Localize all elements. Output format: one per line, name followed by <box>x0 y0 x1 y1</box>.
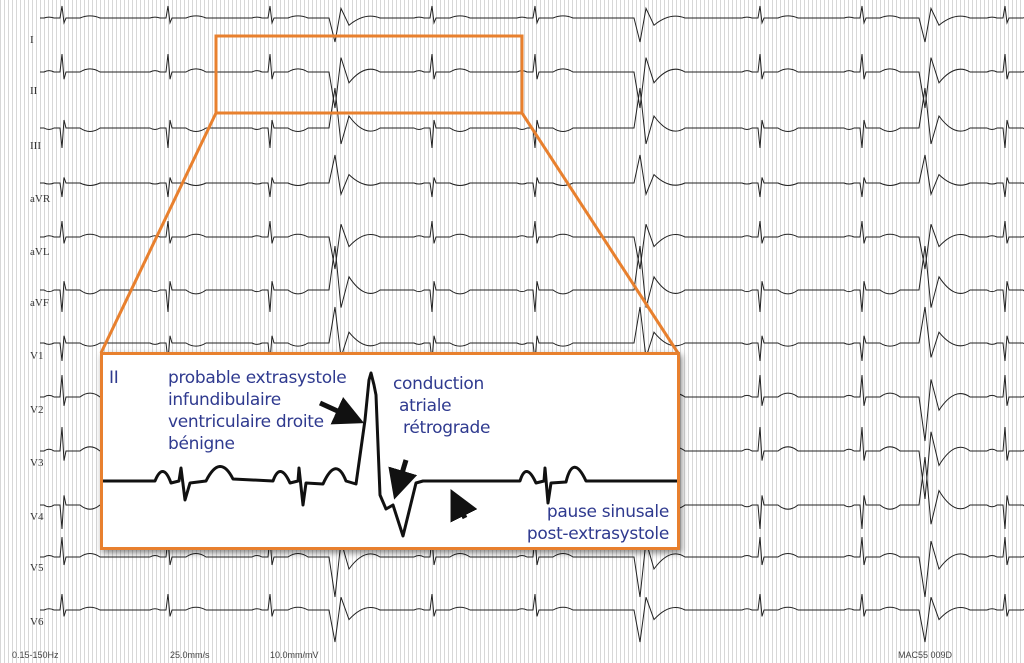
annotation-pause-line: post-extrasystole <box>526 524 669 544</box>
lead-label-ii: II <box>30 85 38 97</box>
annotation-retro-line: conduction <box>393 374 484 394</box>
annotation-pause: pause sinusale post-extrasystole <box>527 501 669 545</box>
lead-label-avf: aVF <box>30 297 49 309</box>
lead-label-v6: V6 <box>30 616 44 628</box>
annotation-pause-line: pause sinusale <box>546 502 669 522</box>
ecg-trace-v1 <box>40 306 1024 362</box>
lead-ii-waveform <box>103 371 677 538</box>
device-label: MAC55 009D <box>898 650 953 660</box>
lead-label-avl: aVL <box>30 246 50 258</box>
callout-line-left <box>99 112 218 354</box>
annotation-pvc-line: probable extrasystole <box>168 368 347 388</box>
arrow-pause-icon <box>450 489 478 523</box>
lead-label-v5: V5 <box>30 562 44 574</box>
ecg-trace-avf <box>40 245 1024 313</box>
arrow-pvc-icon <box>318 397 365 425</box>
ecg-trace-v5 <box>40 536 1024 598</box>
gain-setting: 10.0mm/mV <box>270 650 319 660</box>
paper-speed: 25.0mm/s <box>170 650 210 660</box>
inset-trace <box>103 371 677 538</box>
filter-setting: 0.15-150Hz <box>12 650 59 660</box>
annotation-retro-line: rétrograde <box>403 418 491 438</box>
annotation-pvc-line: infundibulaire <box>168 390 281 410</box>
lead-label-avr: aVR <box>30 193 51 205</box>
ecg-trace-i <box>40 5 1024 43</box>
annotation-retro-line: atriale <box>399 396 452 416</box>
ecg-trace-ii <box>40 53 1024 109</box>
annotation-pvc: probable extrasystole infundibulaire ven… <box>168 367 347 455</box>
highlight-rect <box>214 34 524 115</box>
annotation-pvc-line: ventriculaire droite <box>168 412 324 432</box>
lead-label-v2: V2 <box>30 404 44 416</box>
lead-label-v1: V1 <box>30 350 44 362</box>
inset-lead-ii-zoom: II probable extrasystole infundibulaire … <box>100 352 680 550</box>
annotation-pvc-line: bénigne <box>168 434 235 454</box>
annotation-retrograde: conduction atriale rétrograde <box>393 373 491 439</box>
ecg-trace-v6 <box>40 593 1024 643</box>
ecg-trace-avl <box>40 220 1024 270</box>
arrow-retrograde-icon <box>388 459 418 500</box>
lead-label-i: I <box>30 34 34 46</box>
lead-label-v4: V4 <box>30 511 44 523</box>
lead-label-v3: V3 <box>30 457 44 469</box>
ecg-trace-iii <box>40 87 1024 149</box>
inset-lead-label: II <box>109 368 119 388</box>
callout-line-right <box>520 112 680 354</box>
lead-label-iii: III <box>30 140 41 152</box>
